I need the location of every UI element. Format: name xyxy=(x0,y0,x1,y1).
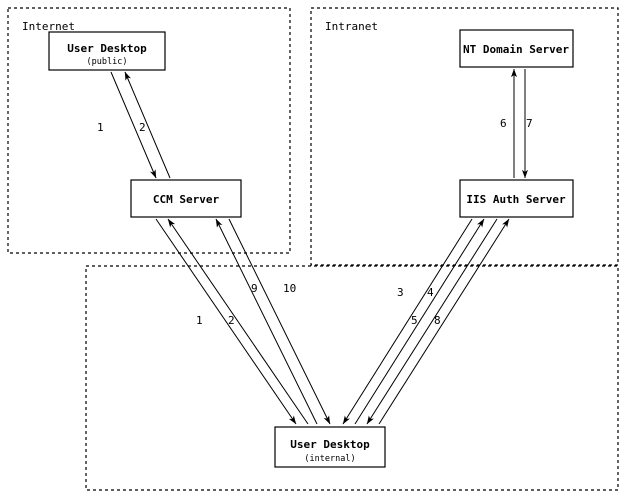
node-ccm-server[interactable]: CCM Server xyxy=(130,179,242,218)
node-box-nt-domain-server[interactable] xyxy=(459,29,574,68)
node-nt-domain-server[interactable]: NT Domain Server xyxy=(459,29,574,68)
flow-line-5 xyxy=(366,218,498,425)
zone-label-internet: Internet xyxy=(22,20,75,33)
step-label-2b: 2 xyxy=(228,314,235,327)
node-subtitle-user-desktop-public: (public) xyxy=(87,57,128,67)
step-label-4: 4 xyxy=(427,286,434,299)
node-box-user-desktop-internal[interactable] xyxy=(274,426,386,468)
node-box-ccm-server[interactable] xyxy=(130,179,242,218)
node-iis-auth-server[interactable]: IIS Auth Server xyxy=(459,179,574,218)
flow-line-1b xyxy=(155,218,297,425)
node-title-user-desktop-internal: User Desktop xyxy=(290,438,370,451)
step-label-10: 10 xyxy=(283,282,296,295)
flow-line-2 xyxy=(124,71,171,179)
node-subtitle-user-desktop-internal: (internal) xyxy=(304,454,355,464)
zone-boundary-internal xyxy=(85,265,619,491)
step-label-6: 6 xyxy=(500,117,507,130)
node-user-desktop-public[interactable]: User Desktop (public) xyxy=(48,31,166,71)
step-label-8: 8 xyxy=(434,314,441,327)
flow-line-9 xyxy=(215,218,318,425)
flow-line-8 xyxy=(378,218,510,425)
node-title-iis-auth-server: IIS Auth Server xyxy=(466,193,566,206)
node-user-desktop-internal[interactable]: User Desktop (internal) xyxy=(274,426,386,468)
step-label-1: 1 xyxy=(97,121,104,134)
node-title-nt-domain-server: NT Domain Server xyxy=(463,43,569,56)
step-label-7: 7 xyxy=(526,117,533,130)
node-title-ccm-server: CCM Server xyxy=(153,193,220,206)
flow-line-10 xyxy=(228,218,331,425)
step-label-3: 3 xyxy=(397,286,404,299)
node-title-user-desktop-public: User Desktop xyxy=(67,42,147,55)
zone-label-intranet: Intranet xyxy=(325,20,378,33)
flow-line-4 xyxy=(354,218,485,425)
step-label-5: 5 xyxy=(411,314,418,327)
step-label-2: 2 xyxy=(139,121,146,134)
step-label-1b: 1 xyxy=(196,314,203,327)
flow-line-1 xyxy=(110,71,157,179)
flow-line-3 xyxy=(342,218,473,425)
step-label-9: 9 xyxy=(251,282,258,295)
node-box-user-desktop-public[interactable] xyxy=(48,31,166,71)
node-box-iis-auth-server[interactable] xyxy=(459,179,574,218)
zone-boundary-internet xyxy=(7,7,291,254)
flow-line-2b xyxy=(167,218,309,425)
